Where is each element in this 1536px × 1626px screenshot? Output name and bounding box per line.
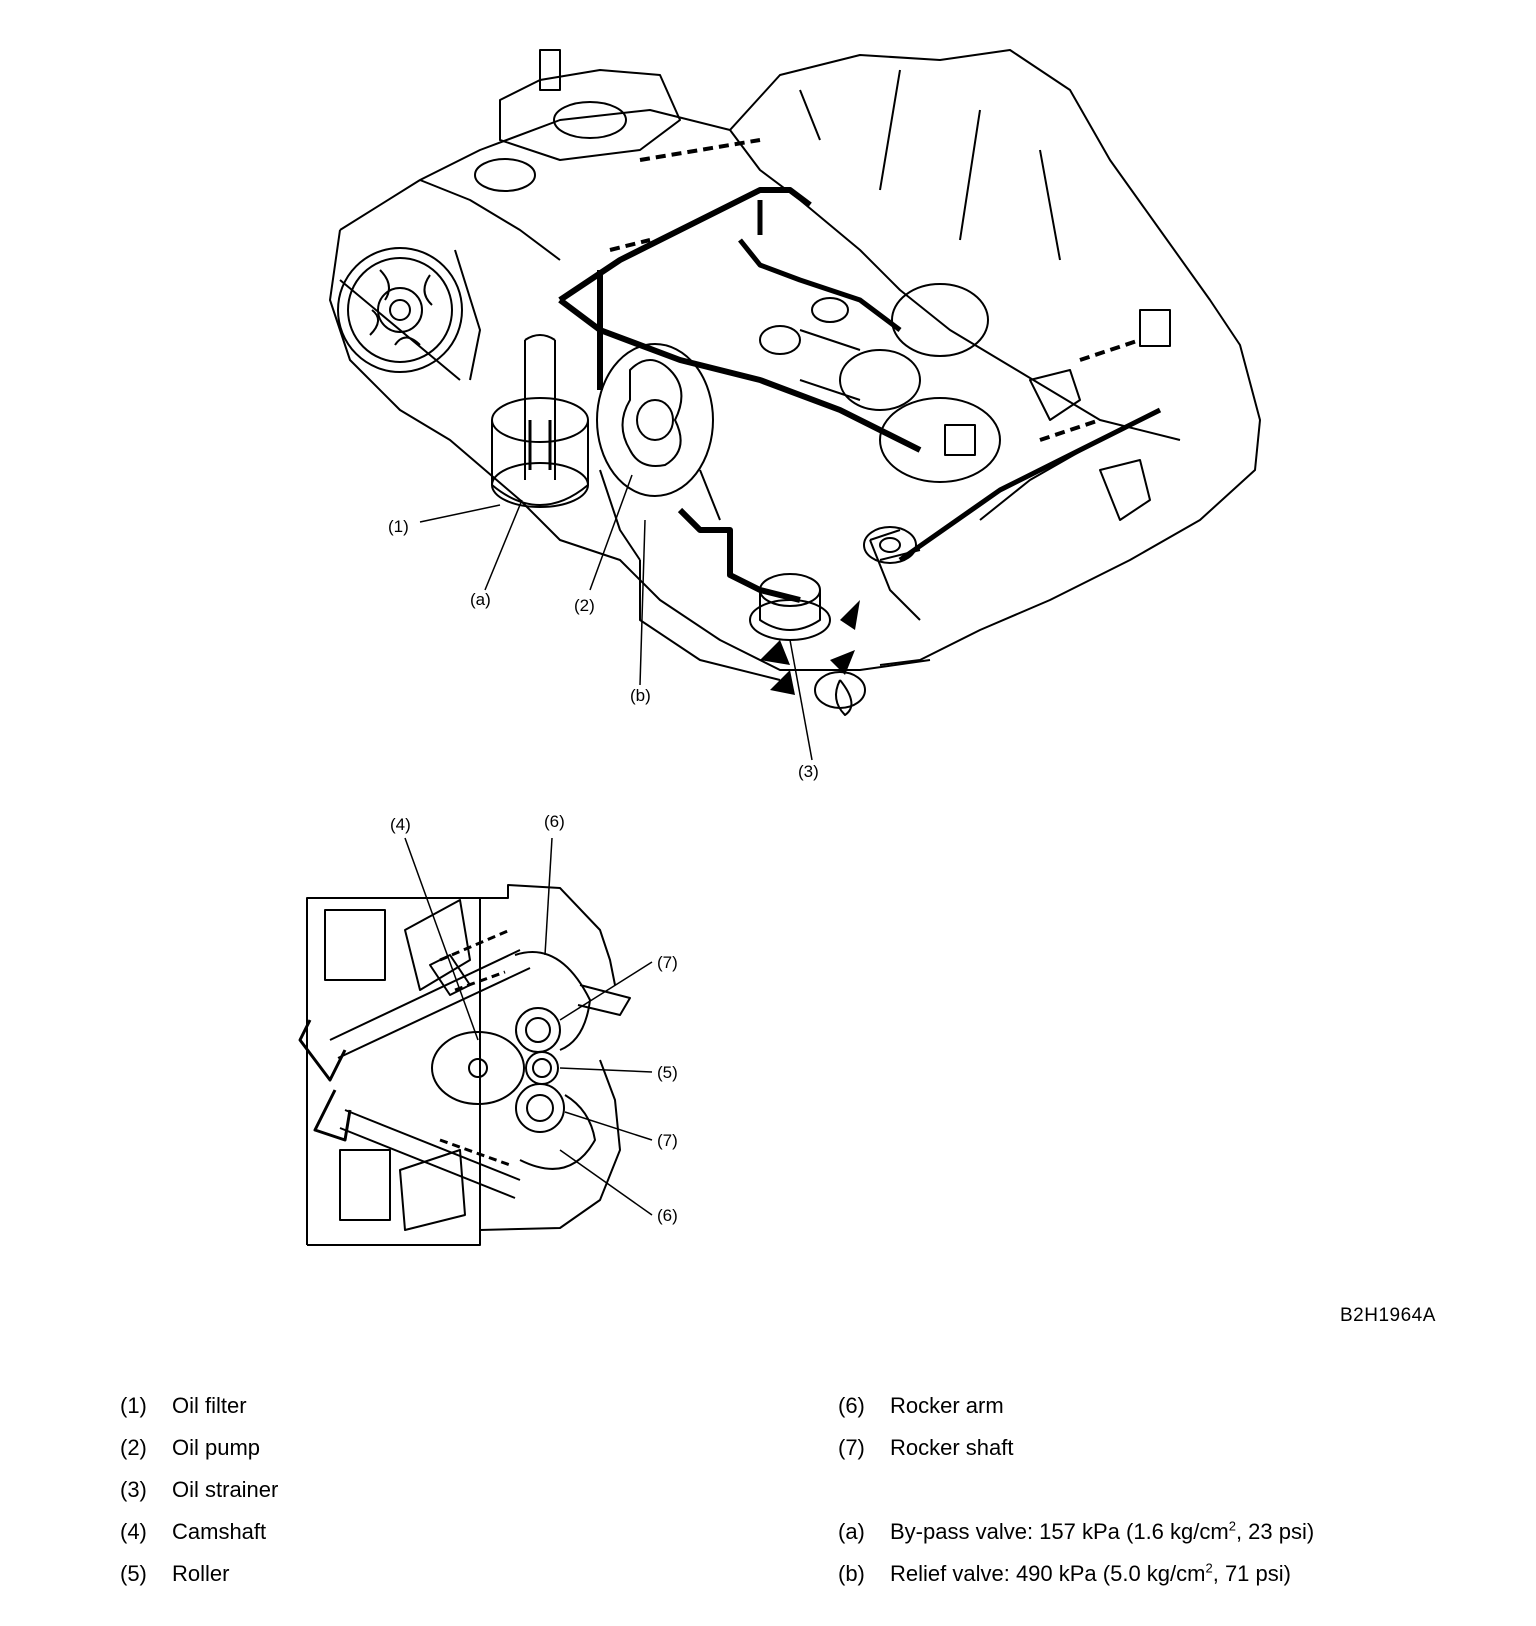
legend-text: By-pass valve: 157 kPa (1.6 kg/cm2, 23 p… <box>890 1511 1314 1553</box>
legend-key: (5) <box>120 1561 147 1586</box>
legend-key: (4) <box>120 1519 147 1544</box>
valve-spec-text: By-pass valve: 157 kPa (1.6 kg/cm <box>890 1519 1229 1544</box>
legend-key: (1) <box>120 1393 147 1418</box>
legend-key: (b) <box>838 1561 865 1586</box>
legend-text: Camshaft <box>172 1519 267 1544</box>
legend-text: Relief valve: 490 kPa (5.0 kg/cm2, 71 ps… <box>890 1553 1291 1595</box>
callout-2: (2) <box>574 596 595 615</box>
callout-1: (1) <box>388 517 409 536</box>
callout-7-bottom: (7) <box>657 1131 678 1150</box>
valve-spec-text: Relief valve: 490 kPa (5.0 kg/cm <box>890 1561 1206 1586</box>
cylinder-head-cross-section <box>298 884 631 1246</box>
legend-item-relief-valve: (b) Relief valve: 490 kPa (5.0 kg/cm2, 71… <box>838 1553 1314 1595</box>
legend-right: (6) Rocker arm (7) Rocker shaft (a) By-pass… <box>838 1385 1314 1595</box>
leader-lines <box>404 474 813 1216</box>
legend-text: Roller <box>172 1561 230 1586</box>
engine-illustration <box>329 49 1261 716</box>
legend-item: (3) Oil strainer <box>120 1469 278 1511</box>
legend-left: (1) Oil filter (2) Oil pump (3) Oil straine… <box>120 1385 278 1595</box>
legend-key: (3) <box>120 1477 147 1502</box>
legend-item: (7) Rocker shaft <box>838 1427 1314 1469</box>
legend-item: (2) Oil pump <box>120 1427 278 1469</box>
callout-b: (b) <box>630 686 651 705</box>
valve-spec-text-end: , 71 psi) <box>1212 1561 1291 1586</box>
legend-text: Oil strainer <box>172 1477 279 1502</box>
callout-6-bottom: (6) <box>657 1206 678 1225</box>
legend-item: (1) Oil filter <box>120 1385 278 1427</box>
legend-key: (7) <box>838 1435 865 1460</box>
legend-text: Oil filter <box>172 1393 247 1418</box>
legend-item-bypass-valve: (a) By-pass valve: 157 kPa (1.6 kg/cm2, 2… <box>838 1511 1314 1553</box>
legend-text: Oil pump <box>172 1435 261 1460</box>
legend-text: Rocker arm <box>890 1393 1004 1418</box>
legend-key: (6) <box>838 1393 865 1418</box>
callout-3: (3) <box>798 762 819 781</box>
valve-spec-exponent: 2 <box>1205 1560 1213 1576</box>
callout-7-top: (7) <box>657 953 678 972</box>
callout-a: (a) <box>470 590 491 609</box>
valve-spec-text-end: , 23 psi) <box>1235 1519 1315 1544</box>
legend-spacer <box>838 1469 1314 1511</box>
figure-code: B2H1964A <box>1340 1305 1436 1326</box>
legend-item: (6) Rocker arm <box>838 1385 1314 1427</box>
callout-6-top: (6) <box>544 812 565 831</box>
callout-4: (4) <box>390 815 411 834</box>
callout-5: (5) <box>657 1063 678 1082</box>
legend-key: (a) <box>838 1519 865 1544</box>
valve-spec-exponent: 2 <box>1228 1518 1236 1534</box>
legend-text: Rocker shaft <box>890 1435 1014 1460</box>
legend-key: (2) <box>120 1435 147 1460</box>
legend-item: (4) Camshaft <box>120 1511 278 1553</box>
legend-item: (5) Roller <box>120 1553 278 1595</box>
